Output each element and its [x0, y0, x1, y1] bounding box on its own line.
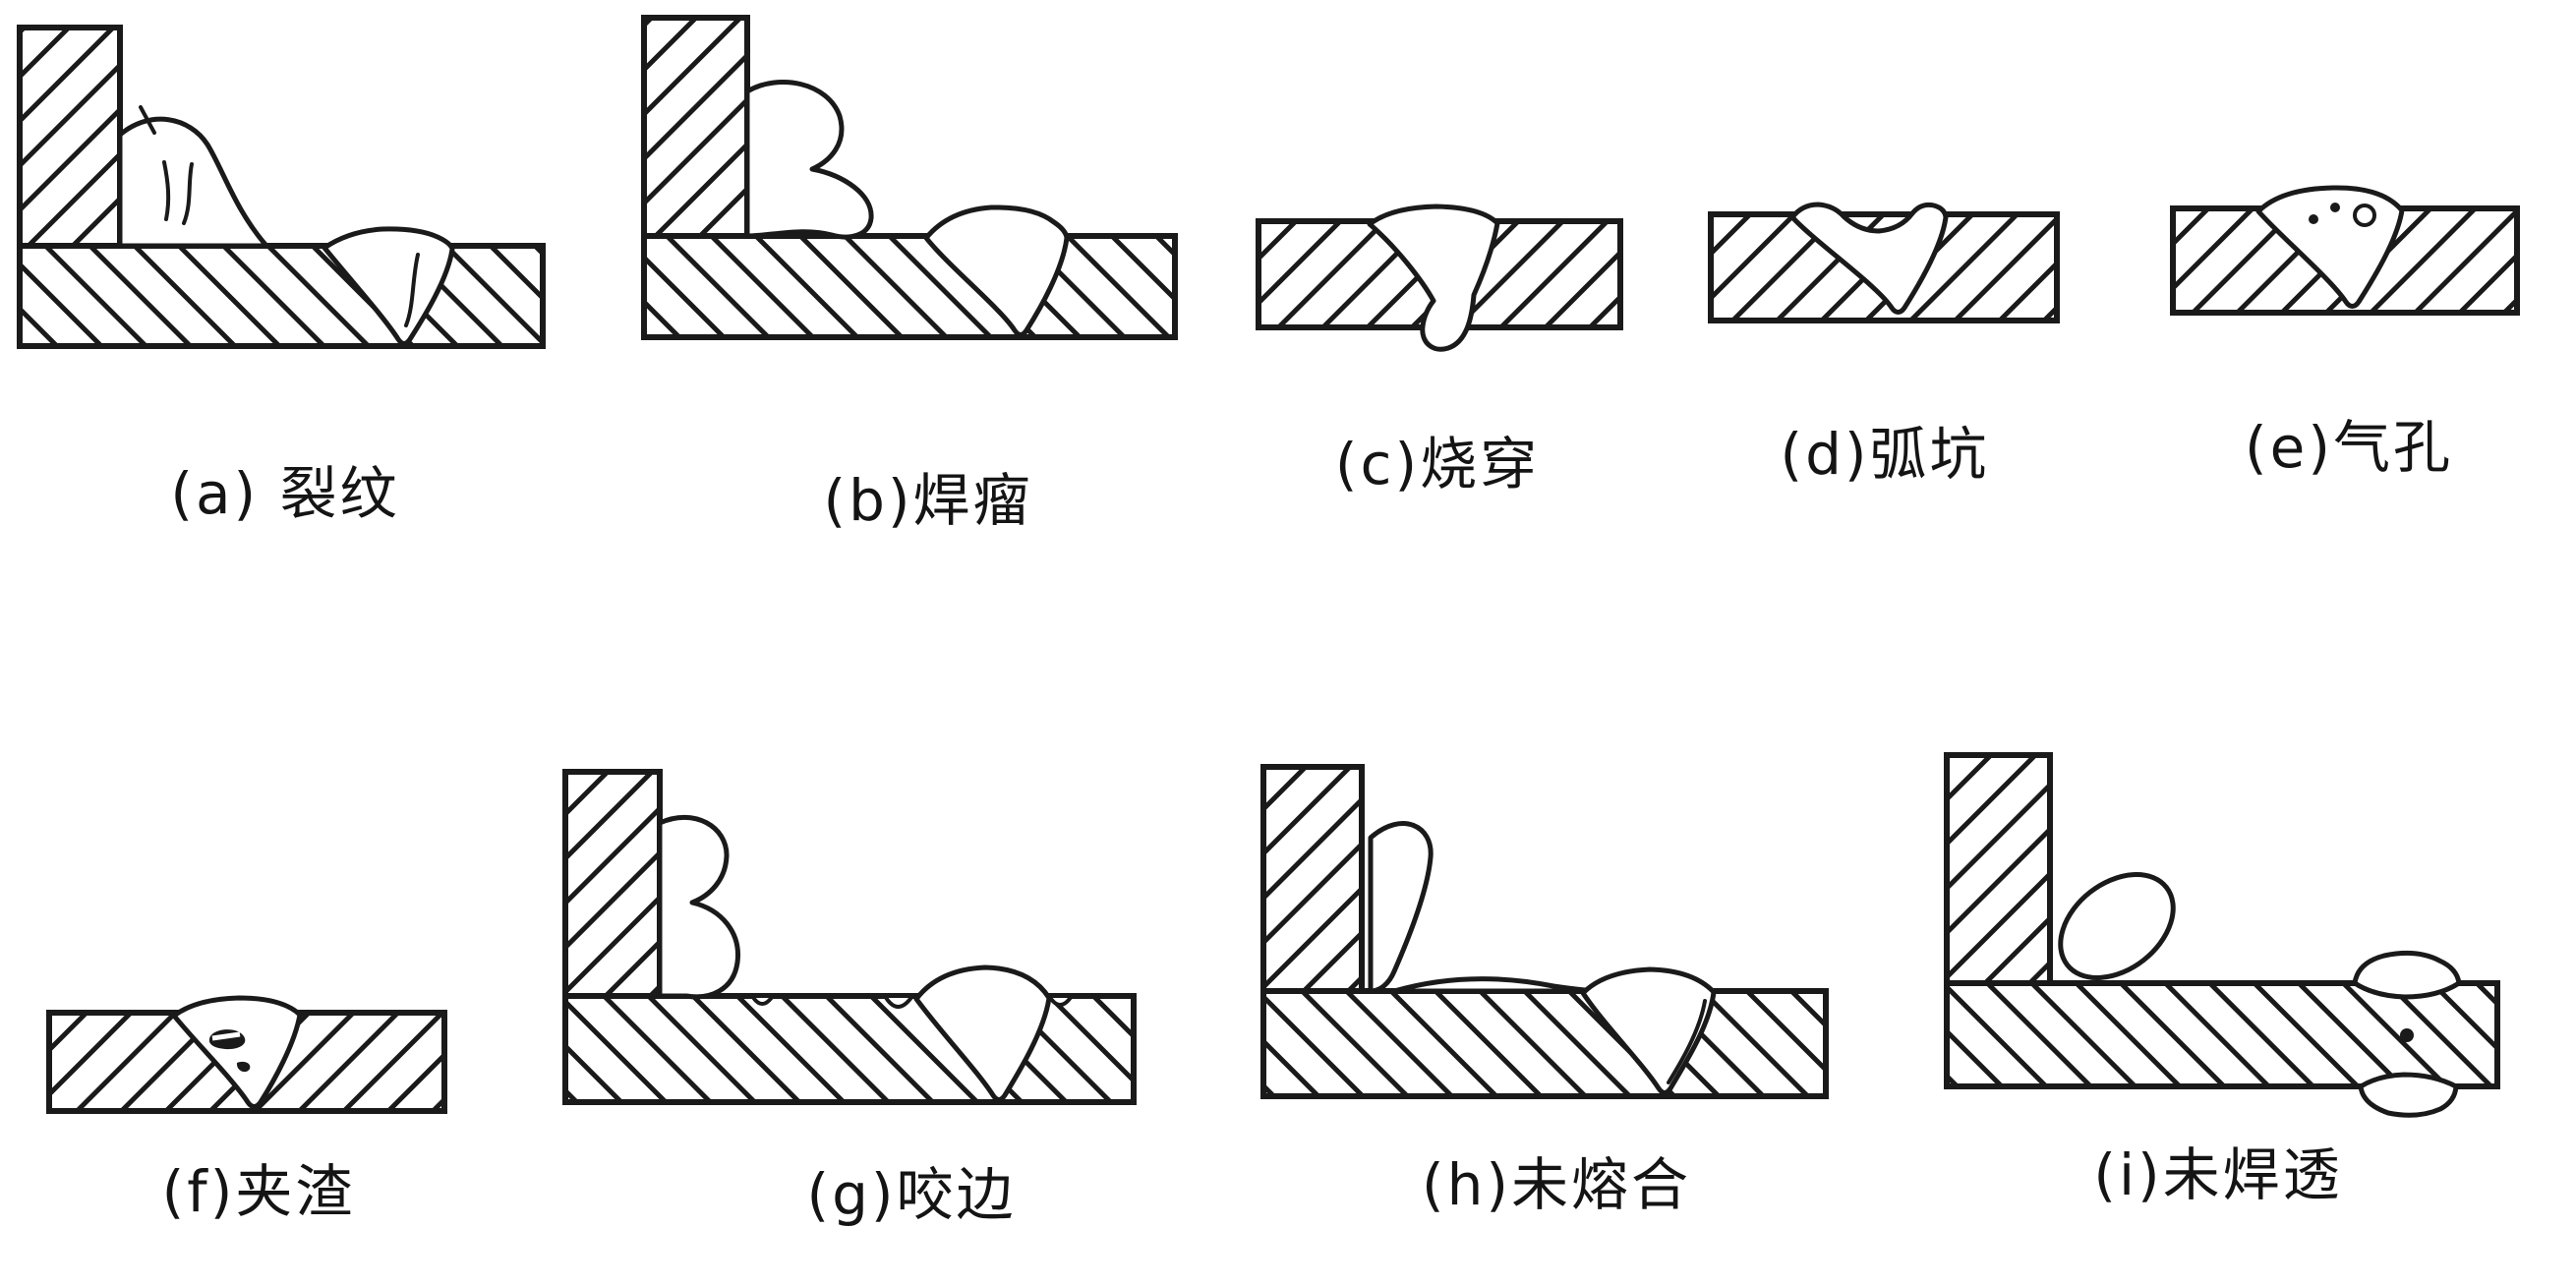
figure-h — [1259, 747, 1839, 1126]
undercut-notch — [883, 994, 914, 1009]
figure-f-label: (f)夹渣 — [161, 1158, 356, 1225]
figure-d — [1706, 192, 2060, 339]
figure-f-drawing — [46, 995, 447, 1114]
lack-of-fusion-line — [1667, 999, 1707, 1084]
overlap-weld — [744, 79, 874, 240]
spread-weld-metal — [1391, 976, 1615, 994]
figure-b — [639, 8, 1190, 352]
crack-line — [404, 253, 420, 327]
unpenetrated-fillet-bead — [2058, 872, 2176, 980]
figure-c — [1254, 197, 1637, 369]
butt-weld-bead — [923, 205, 1070, 337]
undercut-notch — [750, 994, 775, 1006]
figure-h-label: (h)未熔合 — [1421, 1151, 1692, 1218]
butt-weld-bead — [322, 226, 455, 346]
figure-h-drawing — [1260, 764, 1829, 1099]
burn-through-weld — [1367, 204, 1500, 352]
gas-pore-dot — [2309, 214, 2318, 224]
figure-a-drawing — [17, 25, 546, 349]
figure-d-label: (d)弧坑 — [1780, 421, 1990, 488]
figure-b-label: (b)焊瘤 — [823, 467, 1033, 534]
slag-inclusion — [236, 1061, 251, 1073]
crack-line — [139, 105, 156, 135]
figure-e-label: (e)气孔 — [2245, 414, 2453, 481]
vertical-plate — [17, 25, 123, 249]
figure-a-label: (a) 裂纹 — [170, 460, 400, 527]
vertical-plate — [1944, 752, 2053, 986]
vertical-plate — [562, 769, 663, 999]
figure-i-drawing — [1944, 752, 2500, 1118]
figure-f — [44, 988, 447, 1126]
figure-e-drawing — [2170, 185, 2520, 316]
unpenetrated-root-dot — [2400, 1028, 2414, 1042]
undercut-notch — [1047, 994, 1074, 1007]
figure-i — [1942, 737, 2532, 1126]
figure-g-label: (g)咬边 — [806, 1161, 1017, 1228]
figure-i-label: (i)未焊透 — [2093, 1141, 2343, 1208]
slag-weld — [171, 995, 303, 1109]
gas-pore-dot — [2330, 203, 2340, 212]
figure-b-drawing — [641, 15, 1178, 340]
figure-g-drawing — [562, 769, 1137, 1105]
vertical-plate — [1260, 764, 1365, 994]
fillet-weld — [117, 116, 269, 249]
slag-highlight — [211, 1031, 241, 1041]
top-weld-bead — [2352, 950, 2462, 1000]
horizontal-plate — [17, 243, 546, 349]
vertical-plate — [641, 15, 750, 239]
figure-g — [560, 752, 1150, 1126]
crack-line — [182, 162, 194, 225]
butt-weld-bead — [913, 964, 1052, 1102]
figure-c-drawing — [1256, 204, 1623, 352]
crack-line — [162, 160, 171, 221]
fillet-weld — [657, 814, 740, 1000]
crater-weld — [1789, 202, 1949, 315]
bottom-weld-bead — [2358, 1072, 2459, 1118]
horizontal-plate — [641, 233, 1178, 340]
fillet-weld-unfused — [1368, 821, 1434, 994]
figure-a — [15, 15, 565, 359]
gas-pore-circle — [2353, 204, 2376, 227]
figure-d-drawing — [1708, 202, 2060, 323]
horizontal-plate — [1260, 988, 1829, 1099]
figure-e — [2168, 182, 2522, 329]
figure-c-label: (c)烧穿 — [1334, 431, 1541, 497]
